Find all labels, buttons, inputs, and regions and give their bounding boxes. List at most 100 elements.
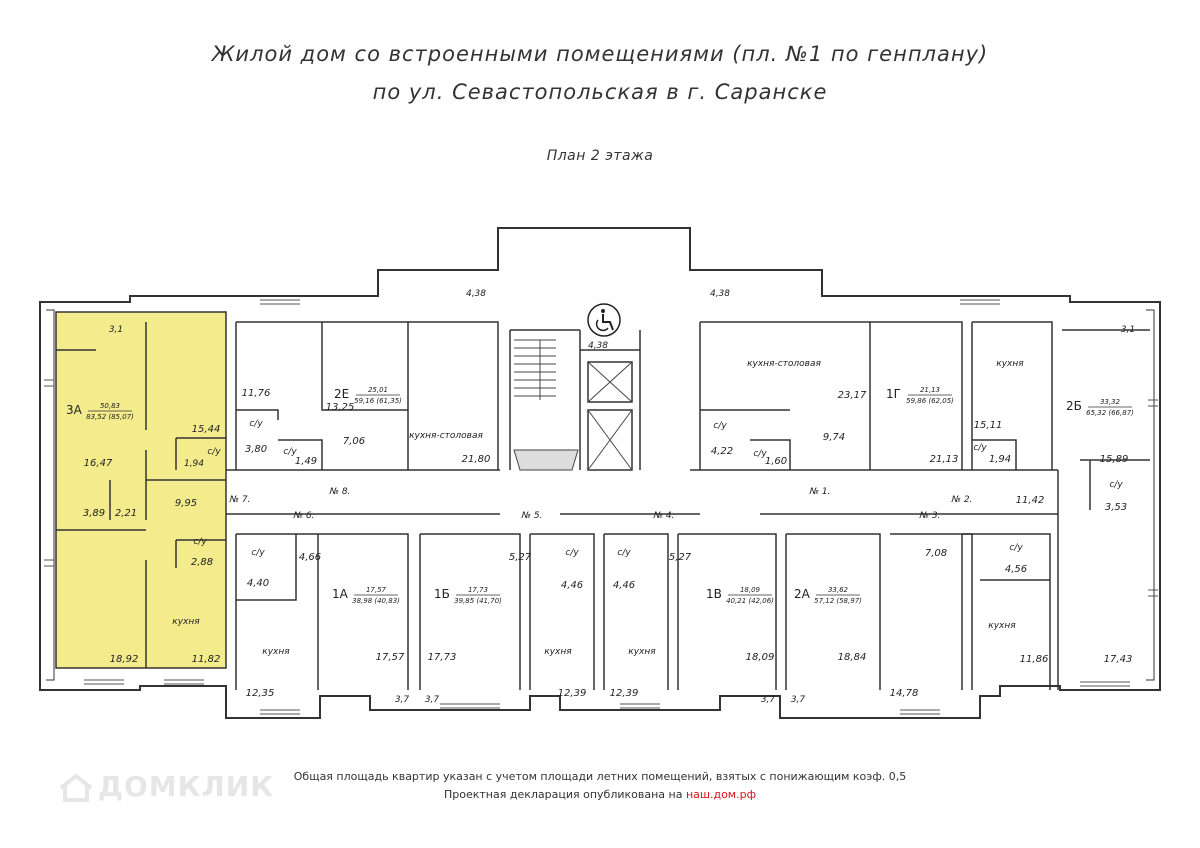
room-label: 15,89 <box>1100 454 1129 465</box>
room-label: 7,06 <box>343 436 365 447</box>
domclick-house-icon <box>59 773 93 802</box>
room-label: 17,73 <box>428 652 457 663</box>
apartment-7[interactable]: 2А 33,62 57,12 (58,97) <box>794 586 862 605</box>
room-label: 3,7 <box>425 695 440 705</box>
room-label: 4,38 <box>466 289 486 299</box>
room-label: 3,7 <box>761 695 776 705</box>
room-label: 12,35 <box>246 688 275 699</box>
room-label: 16,47 <box>84 458 113 469</box>
room-label: 1,49 <box>295 456 317 467</box>
room-label: 9,95 <box>175 498 197 509</box>
section-number: № 7. <box>229 495 251 505</box>
apartment-total-area: 38,98 (40,83) <box>352 597 400 605</box>
room-label: 3,7 <box>395 695 410 705</box>
section-number: № 1. <box>809 487 831 497</box>
room-label: 3,7 <box>791 695 806 705</box>
room-label: 14,78 <box>890 688 919 699</box>
section-number: № 5. <box>521 511 543 521</box>
section-number: № 4. <box>653 511 675 521</box>
apartment-code: 2А <box>794 587 811 601</box>
room-label: 18,92 <box>110 654 139 665</box>
room-label: с/у <box>283 447 297 457</box>
room-label: 2,88 <box>191 557 213 568</box>
room-label: 9,74 <box>823 432 845 443</box>
room-label: с/у <box>617 548 631 558</box>
apartment-5[interactable]: 1Б 17,73 39,85 (41,70) <box>434 586 502 605</box>
apartment-total-area: 65,32 (66,87) <box>1086 409 1134 417</box>
room-label: 5,27 <box>509 552 532 563</box>
apartment-code: 1Г <box>886 387 901 401</box>
floor-subtitle: План 2 этажа <box>546 148 654 164</box>
room-label: 11,86 <box>1020 654 1049 665</box>
apartment-code: 2Е <box>334 387 349 401</box>
room-label: 5,27 <box>669 552 692 563</box>
apartment-code: 2Б <box>1066 399 1082 413</box>
room-label: 11,82 <box>192 654 221 665</box>
room-label: 4,56 <box>1005 564 1027 575</box>
room-label: с/у <box>1109 480 1123 490</box>
section-number: № 2. <box>951 495 973 505</box>
room-label: 12,39 <box>610 688 639 699</box>
room-label: 21,13 <box>930 454 959 465</box>
room-label: с/у <box>207 447 221 457</box>
apartment-total-area: 59,16 (61,35) <box>354 397 402 405</box>
room-label: 13,25 <box>326 402 355 413</box>
footer-declaration-text: Проектная декларация опубликована на <box>444 788 686 801</box>
room-label: с/у <box>753 449 767 459</box>
footer-declaration: Проектная декларация опубликована на наш… <box>0 788 1200 801</box>
apartment-total-area: 57,12 (58,97) <box>814 597 862 605</box>
room-label: 4,46 <box>613 580 635 591</box>
apartment-total-area: 83,52 (85,07) <box>86 413 134 421</box>
footer-note: Общая площадь квартир указан с учетом пл… <box>293 770 907 783</box>
room-label: 4,46 <box>561 580 583 591</box>
room-label: с/у <box>251 548 265 558</box>
room-label: с/у <box>565 548 579 558</box>
nash-dom-link[interactable]: наш.дом.рф <box>685 788 756 801</box>
apartment-3a-highlight[interactable] <box>56 312 226 668</box>
room-label: с/у <box>713 421 727 431</box>
room-label: с/у <box>193 537 207 547</box>
room-label: кухня-столовая <box>747 359 821 369</box>
domclick-watermark: ДОМКЛИК <box>58 770 274 803</box>
room-label: кухня <box>988 621 1016 631</box>
room-label: 4,40 <box>247 578 269 589</box>
room-label: с/у <box>1009 543 1023 553</box>
room-label: кухня <box>172 617 200 627</box>
room-label: 3,53 <box>1105 502 1127 513</box>
interior-partitions <box>56 321 1150 690</box>
room-label: 17,57 <box>376 652 405 663</box>
apartment-code: 1В <box>706 587 722 601</box>
room-label: 4,22 <box>711 446 733 457</box>
apartment-total-area: 39,85 (41,70) <box>454 597 502 605</box>
section-number: № 6. <box>293 511 315 521</box>
room-label: 3,89 <box>83 508 105 519</box>
room-label: кухня <box>544 647 572 657</box>
room-label: с/у <box>973 443 987 453</box>
section-numbers: № 7.№ 8.№ 1.№ 2.№ 6.№ 5.№ 4.№ 3. <box>229 487 973 521</box>
room-label: 4,66 <box>299 552 321 563</box>
room-label: кухня <box>996 359 1024 369</box>
room-label: 4,38 <box>710 289 730 299</box>
apartment-living-area: 18,09 <box>740 586 761 594</box>
apartment-living-area: 33,62 <box>828 586 849 594</box>
room-label: кухня <box>628 647 656 657</box>
room-label: 15,11 <box>974 420 1003 431</box>
apartment-living-area: 17,73 <box>468 586 488 594</box>
room-label: 3,1 <box>1121 325 1135 335</box>
apartment-code: 1Б <box>434 587 450 601</box>
windows <box>44 299 1158 715</box>
apartment-living-area: 17,57 <box>366 586 387 594</box>
room-label: 11,42 <box>1016 495 1045 506</box>
section-number: № 8. <box>329 487 351 497</box>
room-label: 3,80 <box>245 444 267 455</box>
room-label: 17,43 <box>1104 654 1133 665</box>
